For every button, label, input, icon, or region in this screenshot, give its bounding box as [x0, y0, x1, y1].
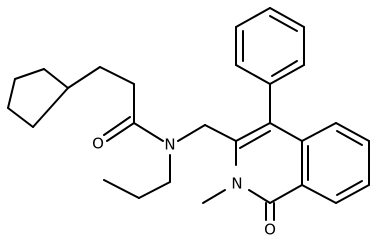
- amide-oxygen-label: O: [92, 135, 104, 153]
- amide-nitrogen-label: N: [164, 136, 175, 154]
- methylene-linker: [177, 124, 237, 142]
- amide-carbonyl-bond: [103, 116, 135, 142]
- atom-labels: O N N O: [92, 135, 276, 239]
- propanoyl-chain: [67, 66, 135, 124]
- benzo-ring: [301, 122, 370, 204]
- isoquinolinone-ring: [235, 122, 303, 204]
- phenyl-ring: [235, 7, 305, 124]
- ring-nitrogen-label: N: [231, 175, 242, 193]
- lactam-oxygen-label: O: [264, 221, 276, 239]
- n-methyl-bond: [202, 189, 226, 204]
- cyclopentane-ring: [7, 68, 69, 128]
- n-propyl-chain: [103, 154, 171, 199]
- amide-cn-bond: [133, 122, 164, 142]
- lactam-carbonyl-bond: [265, 202, 275, 221]
